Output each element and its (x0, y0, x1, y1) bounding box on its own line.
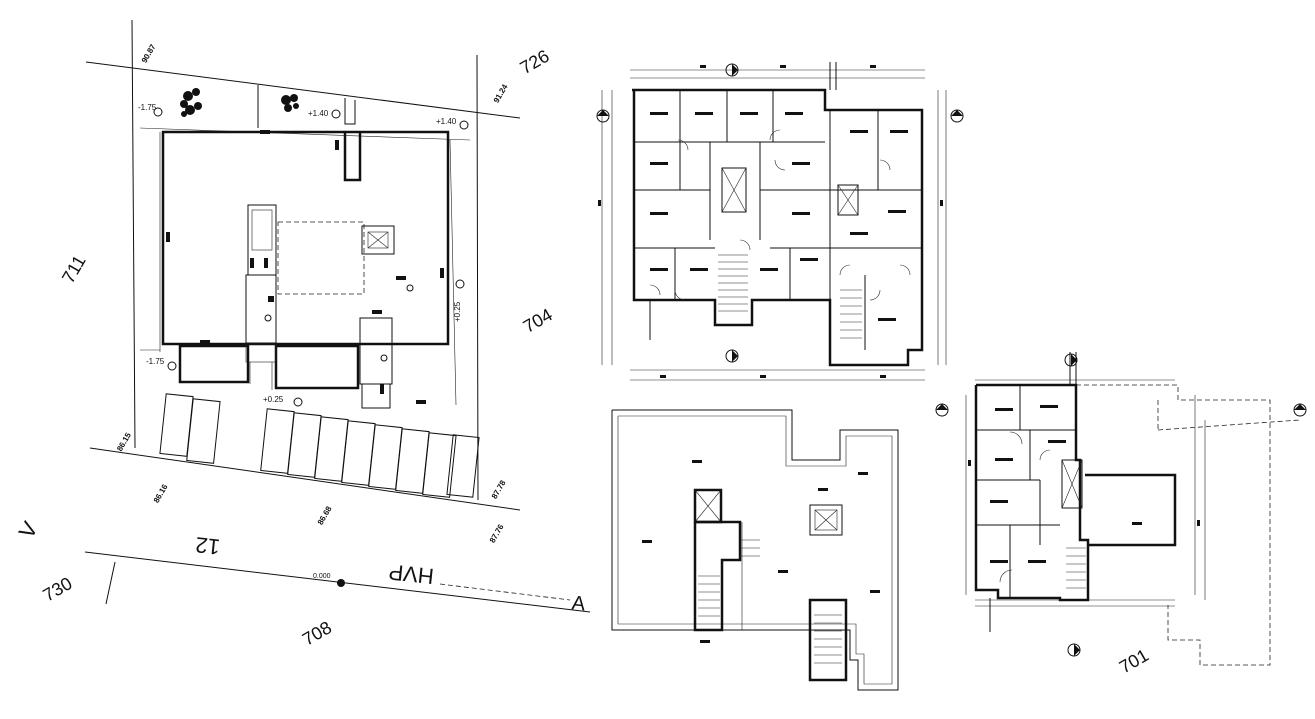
level-entrance-left: -1.75 (146, 357, 165, 366)
plot-number-726: 726 (517, 46, 553, 78)
floor-plan-upper: 701 (935, 352, 1307, 677)
boundary-north (85, 61, 521, 119)
level-garden-left: -1.75 (138, 103, 157, 112)
elevation-left-mid: 86.15 (115, 431, 133, 453)
plot-number-708: 708 (299, 617, 335, 649)
boundary-west (131, 19, 136, 449)
level-entrance: +0.25 (263, 395, 284, 404)
boundary-east (476, 54, 479, 501)
level-garden-mid: +1.40 (308, 109, 329, 118)
plot-number-701: 701 (1116, 645, 1152, 677)
level-east-side: +0.25 (453, 301, 462, 322)
parking-bays (159, 393, 480, 498)
corner-marker-left: V (14, 517, 43, 542)
roof-opening (277, 221, 365, 295)
road-tick (105, 561, 116, 605)
elevation-bottom-left: 86.16 (152, 482, 170, 504)
elevation-top-right: 91.24 (492, 82, 510, 104)
corner-marker-right: A (571, 592, 587, 615)
skylight (361, 225, 395, 255)
level-garden-right: +1.40 (436, 117, 457, 126)
elevation-bottom-right-low: 87.76 (488, 522, 506, 544)
tree-symbols (180, 88, 299, 117)
elevation-road: 0.000 (313, 573, 331, 580)
plot-number-711: 711 (58, 252, 90, 287)
plot-number-704: 704 (520, 305, 556, 337)
site-plan: 711 726 704 730 708 12 ΗVP V A 90.87 91.… (14, 19, 591, 650)
floor-plan-typical (596, 62, 964, 381)
street-label: ΗVP (387, 559, 435, 589)
elevation-top-left: 90.87 (140, 42, 158, 64)
street-number: 12 (194, 532, 221, 559)
elevation-bottom-mid: 86.68 (316, 504, 334, 526)
plot-number-730: 730 (40, 573, 76, 605)
elevation-bottom-right: 87.78 (490, 478, 508, 500)
boundary-south (89, 447, 521, 511)
roof-plan (611, 409, 899, 691)
building-footprint (161, 130, 450, 346)
